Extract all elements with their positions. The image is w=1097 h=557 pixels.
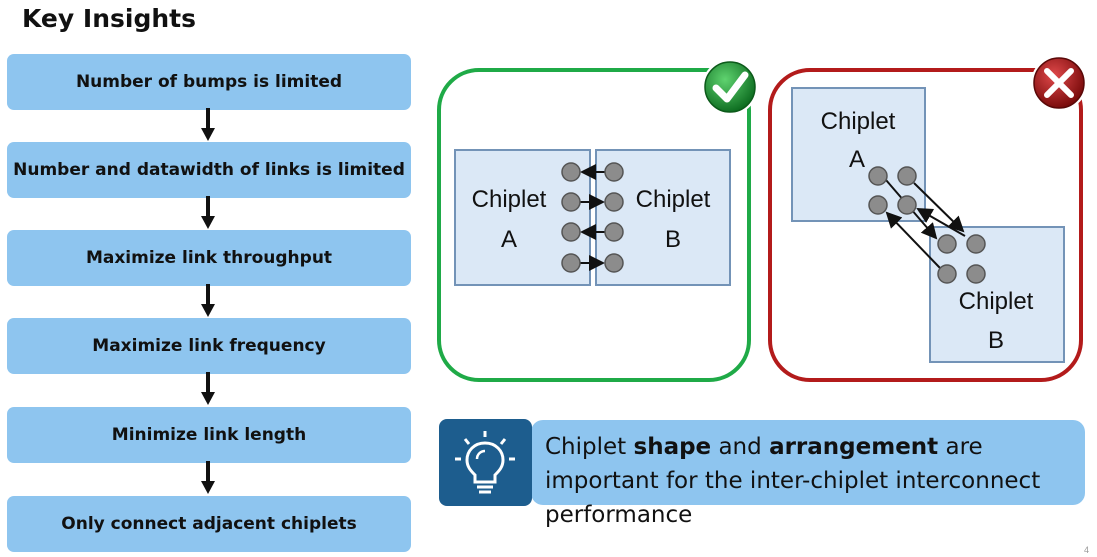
check-mark-icon bbox=[702, 59, 758, 115]
step-1: Number of bumps is limited bbox=[7, 54, 411, 110]
lightbulb-icon bbox=[439, 419, 532, 506]
insight-part3: are important for the inter-chiplet inte… bbox=[545, 434, 1041, 528]
good-chiplet-b-letter: B bbox=[665, 226, 681, 253]
insight-bold-shape: shape bbox=[633, 434, 712, 460]
good-chiplet-b-label: Chiplet bbox=[636, 186, 711, 213]
bad-chiplet-a bbox=[791, 87, 926, 222]
step-3: Maximize link throughput bbox=[7, 230, 411, 286]
down-arrow-icon bbox=[201, 372, 215, 405]
bad-chiplet-a-letter: A bbox=[849, 146, 865, 173]
insight-box bbox=[531, 420, 1085, 505]
insight-bold-arrangement: arrangement bbox=[769, 434, 939, 460]
insight-part2: and bbox=[711, 434, 770, 460]
bad-arrangement-panel bbox=[768, 68, 1083, 382]
step-6: Only connect adjacent chiplets bbox=[7, 496, 411, 552]
down-arrow-icon bbox=[201, 461, 215, 494]
good-chiplet-a-label: Chiplet bbox=[472, 186, 547, 213]
down-arrow-icon bbox=[201, 284, 215, 317]
good-arrangement-panel bbox=[437, 68, 751, 382]
bad-chiplet-b-letter: B bbox=[988, 327, 1004, 354]
cross-mark-icon bbox=[1031, 55, 1087, 111]
page-title: Key Insights bbox=[22, 4, 196, 33]
step-5: Minimize link length bbox=[7, 407, 411, 463]
bad-chiplet-a-label: Chiplet bbox=[821, 108, 896, 135]
bad-chiplet-b-label: Chiplet bbox=[959, 288, 1034, 315]
good-bumps bbox=[561, 162, 624, 273]
page-number: 4 bbox=[1084, 545, 1090, 555]
step-4: Maximize link frequency bbox=[7, 318, 411, 374]
step-2: Number and datawidth of links is limited bbox=[7, 142, 411, 198]
insight-part1: Chiplet bbox=[545, 434, 634, 460]
down-arrow-icon bbox=[201, 108, 215, 141]
bad-bumps bbox=[868, 166, 986, 284]
down-arrow-icon bbox=[201, 196, 215, 229]
insight-text: Chiplet shape and arrangement are import… bbox=[545, 430, 1080, 532]
good-chiplet-a-letter: A bbox=[501, 226, 517, 253]
